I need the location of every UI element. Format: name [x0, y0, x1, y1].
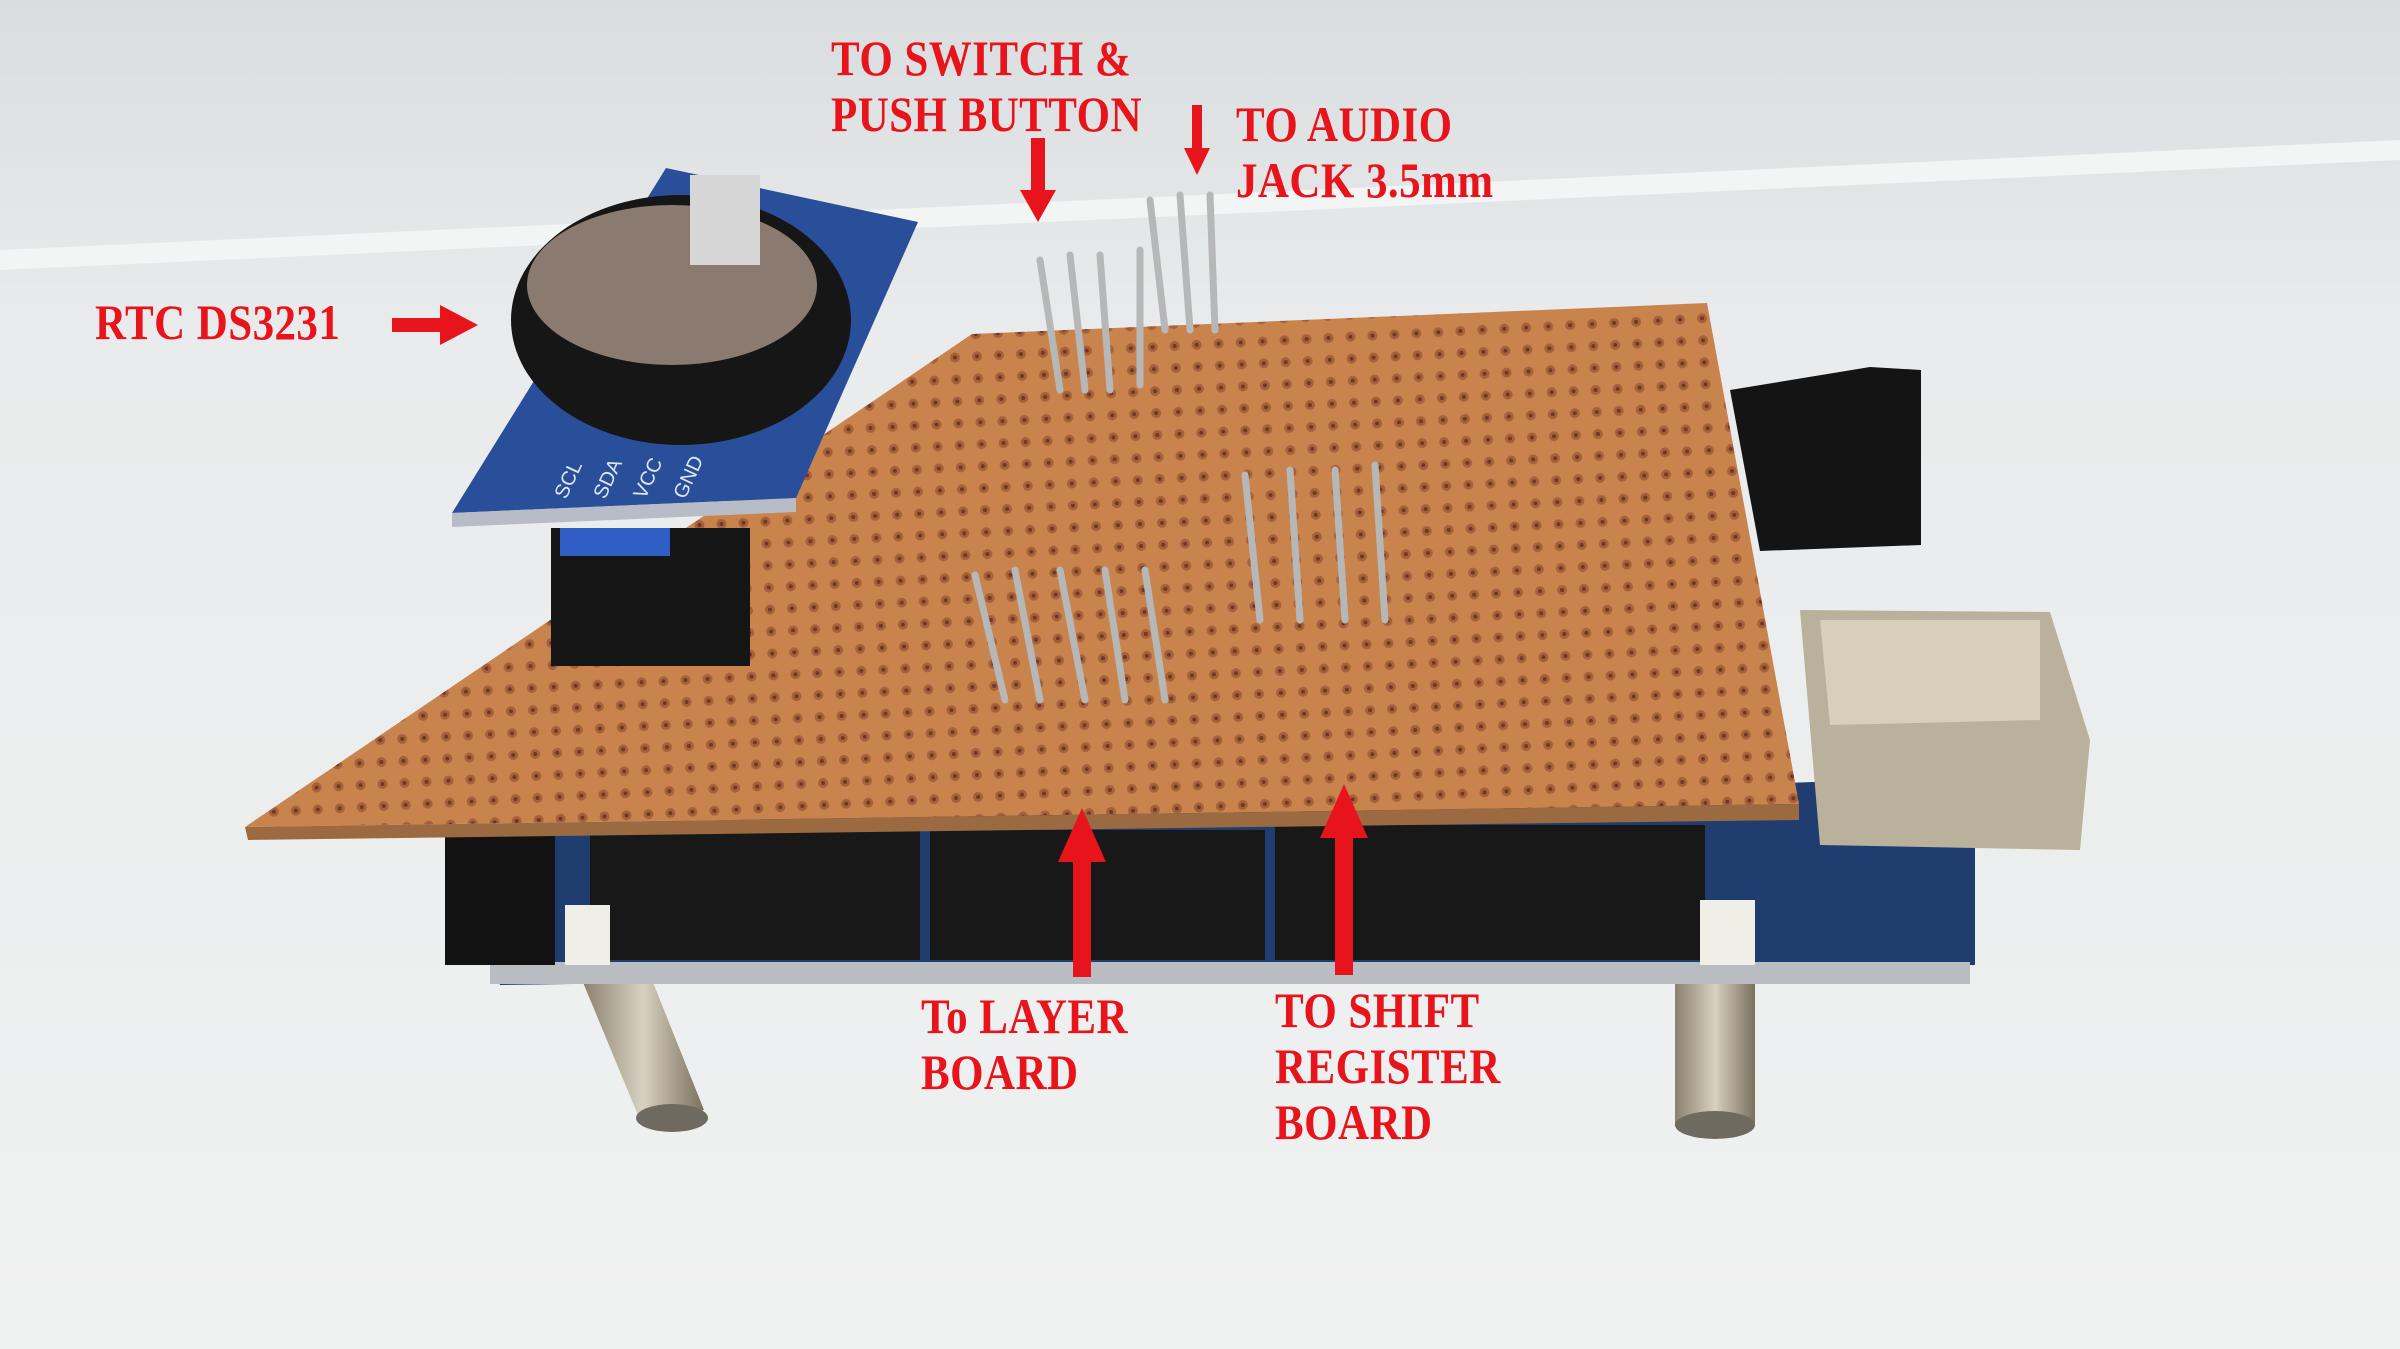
label-layer: To LAYER BOARD — [921, 988, 1128, 1100]
standoff-right — [1675, 975, 1755, 1139]
rtc-module: SCL SDA VCC GND — [452, 168, 918, 666]
label-layer-line2: BOARD — [921, 1044, 1079, 1100]
label-switch: TO SWITCH & PUSH BUTTON — [831, 30, 1142, 142]
label-shift-line3: BOARD — [1275, 1094, 1433, 1150]
arrow-up-icon — [1320, 784, 1368, 975]
label-shift-line2: REGISTER — [1275, 1038, 1501, 1094]
perfboard — [245, 303, 1799, 827]
nylon-spacer-left — [565, 905, 610, 965]
label-switch-line2: PUSH BUTTON — [831, 86, 1142, 142]
coin-cell-battery — [527, 205, 817, 365]
arduino-board-edge — [490, 962, 1970, 984]
arrow-down-icon — [1020, 138, 1056, 222]
label-rtc-text: RTC DS3231 — [95, 294, 341, 350]
label-audio: TO AUDIO JACK 3.5mm — [1236, 96, 1494, 208]
label-shift-line1: TO SHIFT — [1275, 982, 1480, 1038]
usb-b-connector — [1800, 610, 2090, 850]
label-layer-line1: To LAYER — [921, 988, 1129, 1044]
perfboard-edge — [245, 804, 1799, 840]
arrow-right-icon — [392, 305, 478, 345]
label-shift: TO SHIFT REGISTER BOARD — [1275, 982, 1501, 1150]
label-audio-line1: TO AUDIO — [1236, 96, 1453, 152]
arrow-down-icon — [1184, 105, 1210, 175]
label-audio-line2: JACK 3.5mm — [1236, 152, 1494, 208]
dc-power-jack — [1730, 367, 1921, 551]
label-switch-line1: TO SWITCH & — [831, 30, 1132, 86]
label-rtc: RTC DS3231 — [95, 294, 340, 350]
header-pins — [971, 191, 1389, 704]
nylon-spacer-right — [1700, 900, 1755, 965]
standoff-left — [582, 975, 708, 1132]
arrow-up-icon — [1058, 808, 1106, 977]
